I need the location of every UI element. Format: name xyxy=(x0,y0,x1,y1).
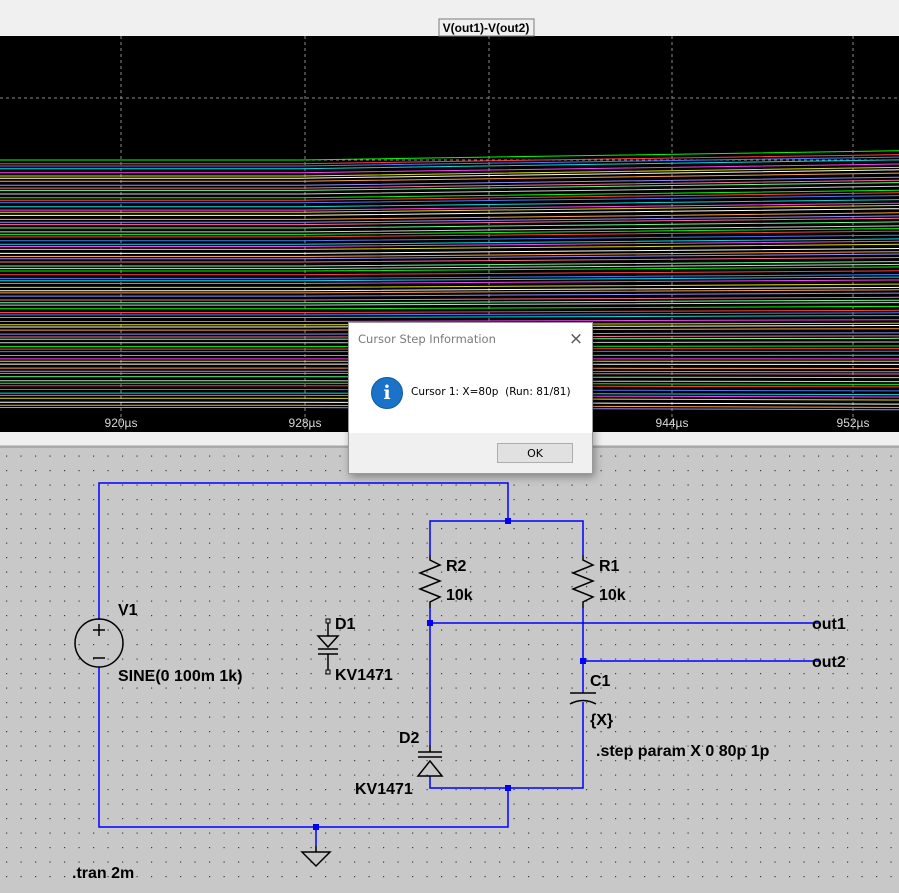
r2-value-label[interactable]: 10k xyxy=(446,587,473,604)
dialog-footer: OK xyxy=(349,433,592,473)
x-tick-label: 952µs xyxy=(837,416,870,430)
junction-top xyxy=(505,518,511,524)
x-tick-label: 928µs xyxy=(289,416,322,430)
close-icon[interactable]: × xyxy=(560,323,592,354)
v1-value-label[interactable]: SINE(0 100m 1k) xyxy=(118,668,243,685)
x-tick-label: 944µs xyxy=(656,416,689,430)
d2-name-label[interactable]: D2 xyxy=(399,730,420,747)
trace-title[interactable]: V(out1)-V(out2) xyxy=(443,21,530,35)
ok-button[interactable]: OK xyxy=(497,443,573,463)
net-label-out2[interactable]: out2 xyxy=(812,654,846,671)
schematic-grid-dots xyxy=(0,445,899,888)
r2-name-label[interactable]: R2 xyxy=(446,558,467,575)
dialog-message: Cursor 1: X=80p (Run: 81/81) xyxy=(411,386,571,398)
tran-directive[interactable]: .tran 2m xyxy=(72,865,134,882)
step-directive[interactable]: .step param X 0 80p 1p xyxy=(596,743,770,760)
d1-value-label[interactable]: KV1471 xyxy=(335,667,393,684)
cursor-step-dialog: Cursor Step Information × i Cursor 1: X=… xyxy=(348,322,593,474)
junction-out2 xyxy=(580,658,586,664)
d1-name-label[interactable]: D1 xyxy=(335,616,356,633)
c1-value-label[interactable]: {X} xyxy=(590,712,613,729)
dialog-title: Cursor Step Information xyxy=(358,332,496,346)
c1-name-label[interactable]: C1 xyxy=(590,673,611,690)
r1-value-label[interactable]: 10k xyxy=(599,587,626,604)
d2-value-label[interactable]: KV1471 xyxy=(355,781,413,798)
x-tick-label: 920µs xyxy=(105,416,138,430)
schematic-pane[interactable]: V1 SINE(0 100m 1k) R2 10k R1 10k C1 {X} … xyxy=(0,445,899,888)
info-icon: i xyxy=(371,377,403,409)
junction-bottom xyxy=(505,785,511,791)
junction-out1 xyxy=(427,620,433,626)
schematic-svg: V1 SINE(0 100m 1k) R2 10k R1 10k C1 {X} … xyxy=(0,445,899,888)
r1-name-label[interactable]: R1 xyxy=(599,558,620,575)
v1-name-label[interactable]: V1 xyxy=(118,602,138,619)
dialog-titlebar[interactable]: Cursor Step Information × xyxy=(349,323,592,354)
dialog-body: i Cursor 1: X=80p (Run: 81/81) xyxy=(349,354,592,432)
junction-ground xyxy=(313,824,319,830)
net-label-out1[interactable]: out1 xyxy=(812,616,846,633)
